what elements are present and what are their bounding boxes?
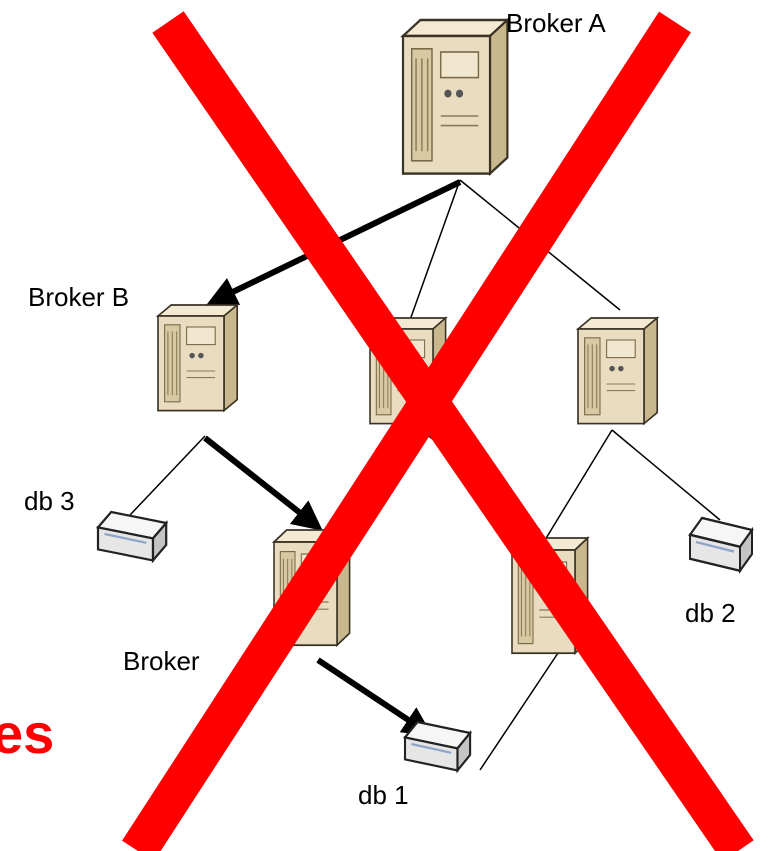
label-broker-c: Broker: [123, 646, 200, 676]
label-broker-a: Broker A: [506, 8, 606, 38]
arrow-c-to-db1: [316, 657, 433, 737]
label-db1: db 1: [358, 780, 409, 810]
link-right-lower: [544, 429, 613, 541]
label-broker-b: Broker B: [28, 282, 130, 312]
link-lower-db1: [479, 649, 561, 771]
link-right-db2: [611, 429, 721, 521]
link-b-db3: [129, 435, 206, 516]
db1-database-icon: [403, 720, 472, 772]
emphasis-text: es: [0, 702, 55, 765]
link-a-mid: [409, 179, 461, 321]
broker-a-server-icon: [401, 18, 509, 175]
label-db3: db 3: [24, 486, 75, 516]
arrow-b-to-c: [203, 435, 323, 531]
server-right-icon: [577, 317, 659, 425]
broker-b-server-icon: [157, 304, 239, 412]
red-cross-mark: [122, 11, 754, 851]
db2-database-icon: [688, 516, 754, 572]
db3-database-icon: [96, 510, 168, 562]
label-db2: db 2: [685, 598, 736, 628]
